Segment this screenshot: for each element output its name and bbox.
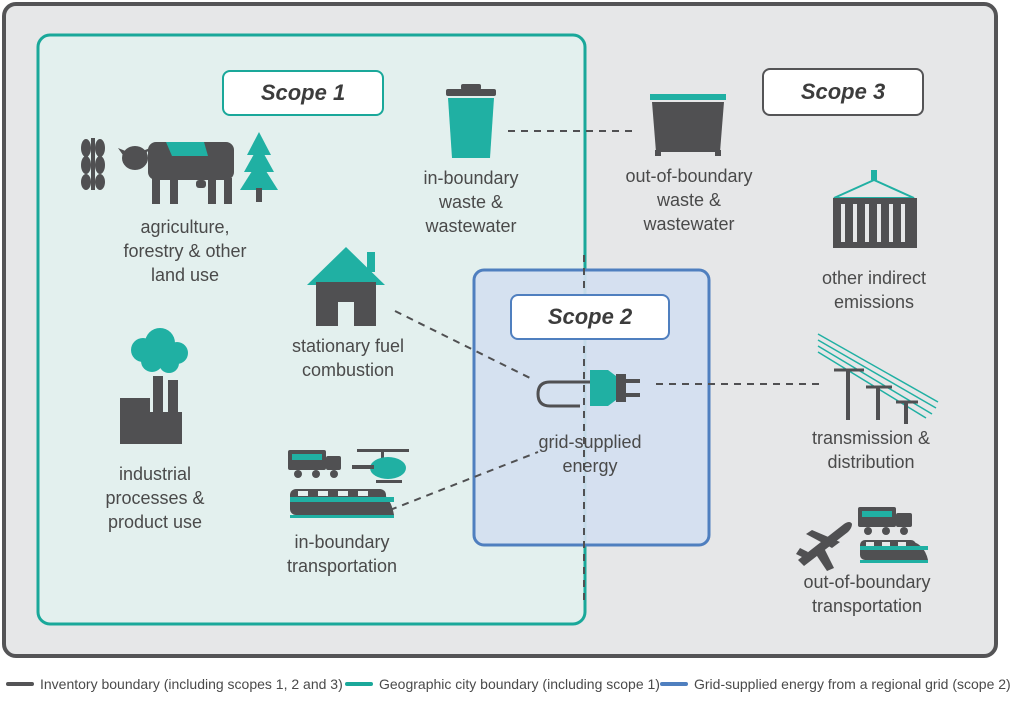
other-indirect-line-2: emissions — [833, 292, 915, 312]
train-icon-out — [860, 540, 928, 563]
out-waste-line-1: out-of-boundary — [625, 166, 753, 186]
industrial-line-1: industrial — [118, 464, 192, 484]
dumpster-icon — [650, 94, 726, 156]
train-icon — [290, 489, 394, 518]
agriculture-label: agriculture, forestry & other land use — [90, 215, 280, 287]
out-transport-label: out-of-boundary transportation — [782, 570, 952, 618]
transmission-label: transmission & distribution — [786, 426, 956, 474]
in-transport-line-2: transportation — [286, 556, 398, 576]
wheat-icon — [81, 138, 105, 190]
in-waste-line-2: waste & — [438, 192, 504, 212]
in-waste-label: in-boundary waste & wastewater — [396, 166, 546, 238]
plug-icon — [536, 370, 640, 408]
out-waste-line-3: wastewater — [643, 214, 735, 234]
grid-energy-line-1: grid-supplied — [538, 432, 642, 452]
container-icon — [833, 170, 917, 248]
agriculture-line-2: forestry & other — [123, 241, 247, 261]
stationary-line-1: stationary fuel — [291, 336, 405, 356]
out-transport-line-2: transportation — [811, 596, 923, 616]
legend-item-city: Geographic city boundary (including scop… — [345, 676, 660, 692]
other-indirect-label: other indirect emissions — [794, 266, 954, 314]
transmission-line-2: distribution — [827, 452, 915, 472]
industrial-label: industrial processes & product use — [70, 462, 240, 534]
scope-3-label: Scope 3 — [762, 68, 924, 116]
truck-icon — [288, 450, 341, 478]
legend-item-grid: Grid-supplied energy from a regional gri… — [660, 676, 1011, 692]
in-transport-line-1: in-boundary — [294, 532, 390, 552]
legend-text-grid: Grid-supplied energy from a regional gri… — [694, 676, 1011, 692]
legend-swatch-grid — [660, 682, 688, 686]
legend-text-city: Geographic city boundary (including scop… — [379, 676, 660, 692]
industrial-line-2: processes & — [105, 488, 205, 508]
legend-swatch-city — [345, 682, 373, 686]
legend-text-inventory: Inventory boundary (including scopes 1, … — [40, 676, 343, 692]
grid-energy-line-2: energy — [562, 456, 618, 476]
house-icon — [307, 247, 385, 326]
in-waste-line-3: wastewater — [425, 216, 517, 236]
helicopter-icon — [352, 449, 409, 483]
grid-energy-label: grid-supplied energy — [510, 430, 670, 478]
other-indirect-line-1: other indirect — [821, 268, 927, 288]
legend-item-inventory: Inventory boundary (including scopes 1, … — [6, 676, 343, 692]
agriculture-line-1: agriculture, — [140, 217, 230, 237]
transmission-line-1: transmission & — [811, 428, 931, 448]
legend-swatch-inventory — [6, 682, 34, 686]
agriculture-line-3: land use — [150, 265, 220, 285]
truck-icon-out — [858, 507, 912, 535]
in-boundary-bin-icon — [446, 84, 496, 158]
in-transport-label: in-boundary transportation — [262, 530, 422, 578]
out-transport-line-1: out-of-boundary — [803, 572, 931, 592]
stationary-label: stationary fuel combustion — [268, 334, 428, 382]
scope-1-label: Scope 1 — [222, 70, 384, 116]
out-waste-line-2: waste & — [656, 190, 722, 210]
legend: Inventory boundary (including scopes 1, … — [0, 676, 1011, 698]
transport-connector — [389, 451, 539, 511]
out-waste-label: out-of-boundary waste & wastewater — [604, 164, 774, 236]
cow-icon — [118, 142, 234, 204]
transmission-tower-icon — [817, 333, 939, 424]
in-waste-line-1: in-boundary — [423, 168, 519, 188]
tree-icon — [240, 132, 278, 202]
stationary-line-2: combustion — [301, 360, 395, 380]
airplane-icon — [796, 522, 852, 571]
scope-2-label: Scope 2 — [510, 294, 670, 340]
factory-icon — [120, 328, 188, 444]
industrial-line-3: product use — [107, 512, 203, 532]
